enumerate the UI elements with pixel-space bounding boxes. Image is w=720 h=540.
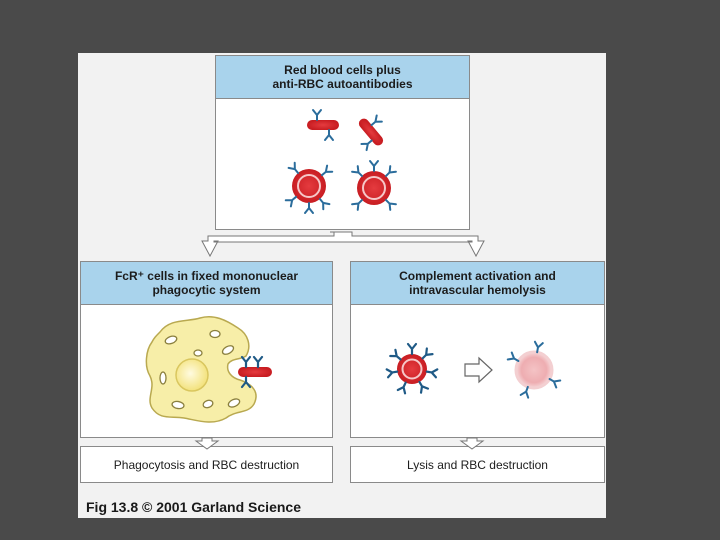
left-panel-title: FcR⁺ cells in fixed mononuclear phagocyt… [80,261,333,305]
right-panel-title: Complement activation and intravascular … [350,261,605,305]
left-down-arrow [194,437,220,450]
top-panel-title: Red blood cells plus anti-RBC autoantibo… [215,55,470,99]
lysis-arrow [464,356,493,384]
rbc-side-view-right [358,114,384,152]
left-result-box: Phagocytosis and RBC destruction [80,446,333,483]
macrophage-vacuoles [159,329,241,410]
branch-arrow [201,231,485,258]
figure-caption: Fig 13.8 © 2001 Garland Science [86,499,301,515]
engulfed-rbc [238,355,272,389]
macrophage-cell [145,316,272,423]
rbc-side-view-left [307,109,339,141]
right-down-arrow [459,437,485,450]
lysed-rbc [506,340,562,399]
opsonized-rbc [385,342,439,395]
rbc-face-view-right [351,160,397,211]
right-result-box: Lysis and RBC destruction [350,446,605,483]
rbc-face-view-left [284,161,334,214]
